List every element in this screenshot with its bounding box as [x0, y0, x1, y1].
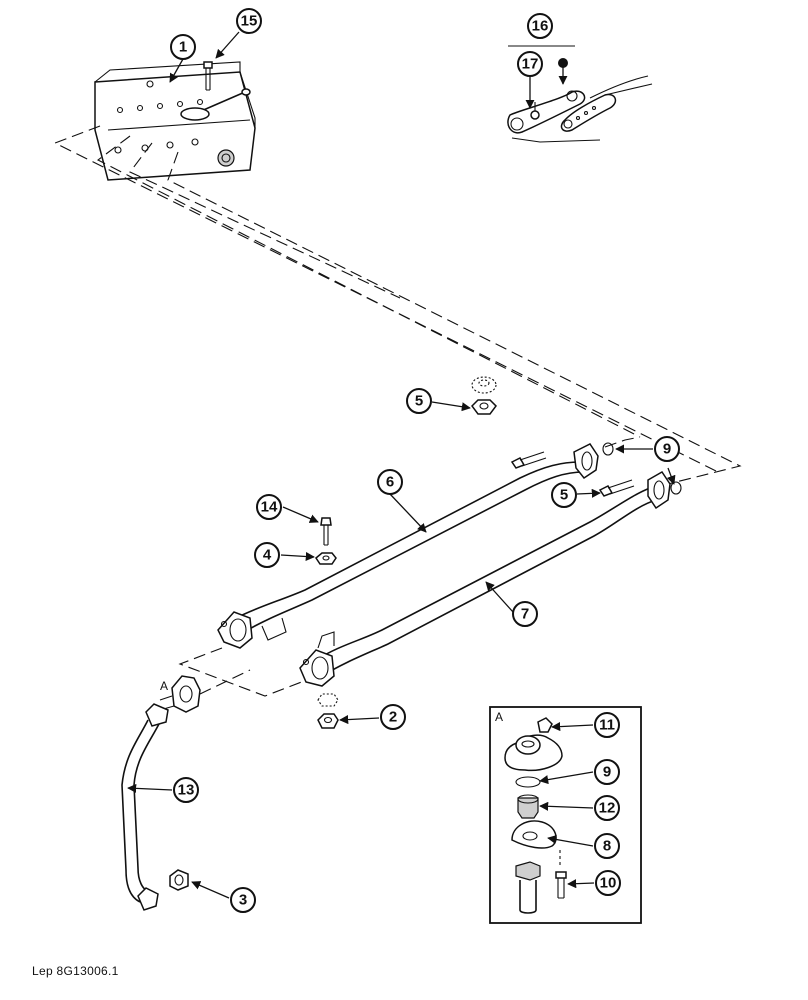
nut-2 — [317, 713, 339, 729]
callout-2: 2 — [380, 704, 406, 730]
svg-text:16: 16 — [532, 18, 549, 35]
callout-14: 14 — [256, 494, 282, 520]
flange-a — [159, 675, 201, 713]
nut-ghost — [471, 376, 497, 394]
callout-6: 6 — [377, 469, 403, 495]
nut-4 — [315, 552, 337, 565]
svg-text:11: 11 — [599, 717, 615, 734]
svg-text:6: 6 — [386, 474, 394, 491]
svg-text:14: 14 — [261, 499, 278, 516]
callout-10: 10 — [595, 870, 621, 896]
svg-text:12: 12 — [599, 800, 616, 817]
svg-text:8: 8 — [603, 838, 611, 855]
leader-lines — [127, 31, 676, 899]
callout-13: 13 — [173, 777, 199, 803]
o-ring-9a — [602, 442, 614, 456]
callout-8: 8 — [594, 833, 620, 859]
svg-text:1: 1 — [179, 39, 187, 56]
o-ring-9b — [670, 481, 682, 495]
linkage-detail — [507, 45, 653, 143]
nut-5 — [471, 399, 497, 415]
detail-a-box — [489, 706, 642, 924]
svg-text:4: 4 — [263, 547, 272, 564]
callout-1: 1 — [170, 34, 196, 60]
svg-text:9: 9 — [603, 764, 611, 781]
detail-a-label: A — [495, 710, 503, 724]
callout-16: 16 — [527, 13, 553, 39]
callout-12: 12 — [594, 795, 620, 821]
callout-5b: 5 — [551, 482, 577, 508]
valve-block — [94, 61, 256, 181]
lever-handle — [180, 88, 251, 121]
hose-13 — [121, 703, 169, 911]
pipe-7 — [299, 471, 671, 687]
callout-3: 3 — [230, 887, 256, 913]
svg-text:10: 10 — [600, 875, 617, 892]
svg-text:2: 2 — [389, 709, 397, 726]
nut-ghost-2 — [317, 693, 339, 707]
callout-17: 17 — [517, 51, 543, 77]
flange-a-label: A — [160, 679, 168, 693]
svg-text:5: 5 — [560, 487, 568, 504]
callout-9a: 9 — [654, 436, 680, 462]
callout-5a: 5 — [406, 388, 432, 414]
svg-text:17: 17 — [522, 56, 539, 73]
callout-4: 4 — [254, 542, 280, 568]
callout-11: 11 — [594, 712, 620, 738]
svg-text:7: 7 — [521, 606, 529, 623]
svg-text:5: 5 — [415, 393, 423, 410]
screw-5 — [598, 479, 635, 497]
bolt-15 — [203, 61, 213, 91]
screw-6 — [510, 451, 547, 469]
svg-text:9: 9 — [663, 441, 671, 458]
bolt-14 — [320, 517, 332, 546]
pipe-6 — [217, 443, 599, 649]
callout-9c: 9 — [594, 759, 620, 785]
svg-text:3: 3 — [239, 892, 247, 909]
fitting-3 — [169, 869, 189, 891]
reference-code: Lep 8G13006.1 — [32, 964, 119, 978]
callout-15: 15 — [236, 8, 262, 34]
assembly-dash-lines — [53, 125, 742, 697]
svg-text:15: 15 — [241, 13, 258, 30]
callout-7: 7 — [512, 601, 538, 627]
svg-text:13: 13 — [178, 782, 195, 799]
